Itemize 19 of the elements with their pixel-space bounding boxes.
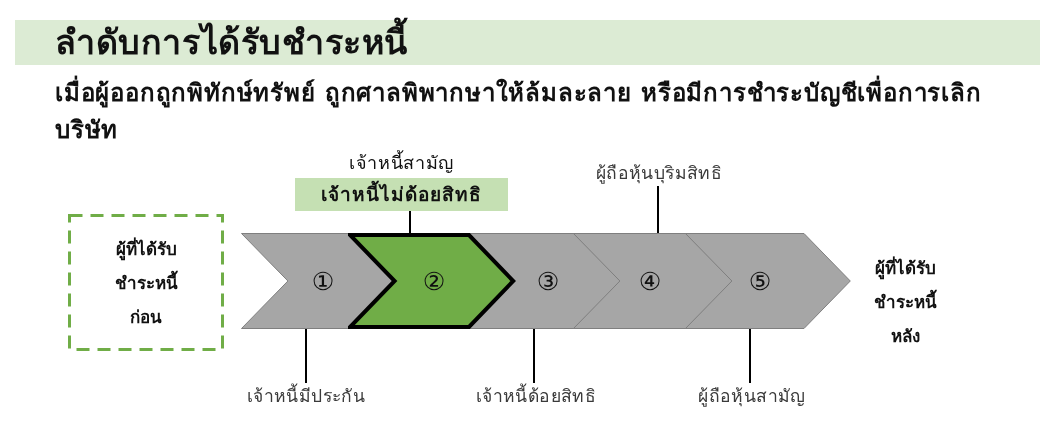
leader-label: เจ้าหนี้ด้อยสิทธิ — [475, 383, 597, 409]
step-number: ① — [311, 268, 335, 294]
step-number: ⑤ — [748, 268, 772, 294]
leader-line — [749, 328, 751, 384]
leader-label: ผู้ถือหุ้นบุริมสิทธิ — [595, 160, 723, 186]
leader-line — [657, 185, 659, 234]
leader-label: ผู้ถือหุ้นสามัญ — [698, 383, 806, 409]
leader-line — [533, 328, 535, 384]
leader-line — [305, 328, 307, 384]
heading-label: เจ้าหนี้สามัญ — [348, 150, 455, 175]
node-label: ผู้ที่ได้รับชำระหนี้ก่อน — [113, 236, 179, 329]
end-label: ผู้ที่ได้รับชำระหนี้หลัง — [872, 255, 938, 348]
leader-line — [409, 210, 411, 234]
highlight-box: เจ้าหนี้ไม่ด้อยสิทธิ — [295, 178, 508, 211]
leader-label: เจ้าหนี้มีประกัน — [246, 383, 366, 409]
step-number: ③ — [536, 268, 560, 294]
step-number: ② — [422, 268, 446, 294]
subtitle: เมื่อผู้ออกถูกพิทักษ์ทรัพย์ ถูกศาลพิพากษาให้ล้มละลาย หรือมีการชำระบัญชีเพื่อการเลิกบริษัท — [55, 75, 1020, 149]
step-number: ④ — [638, 268, 662, 294]
